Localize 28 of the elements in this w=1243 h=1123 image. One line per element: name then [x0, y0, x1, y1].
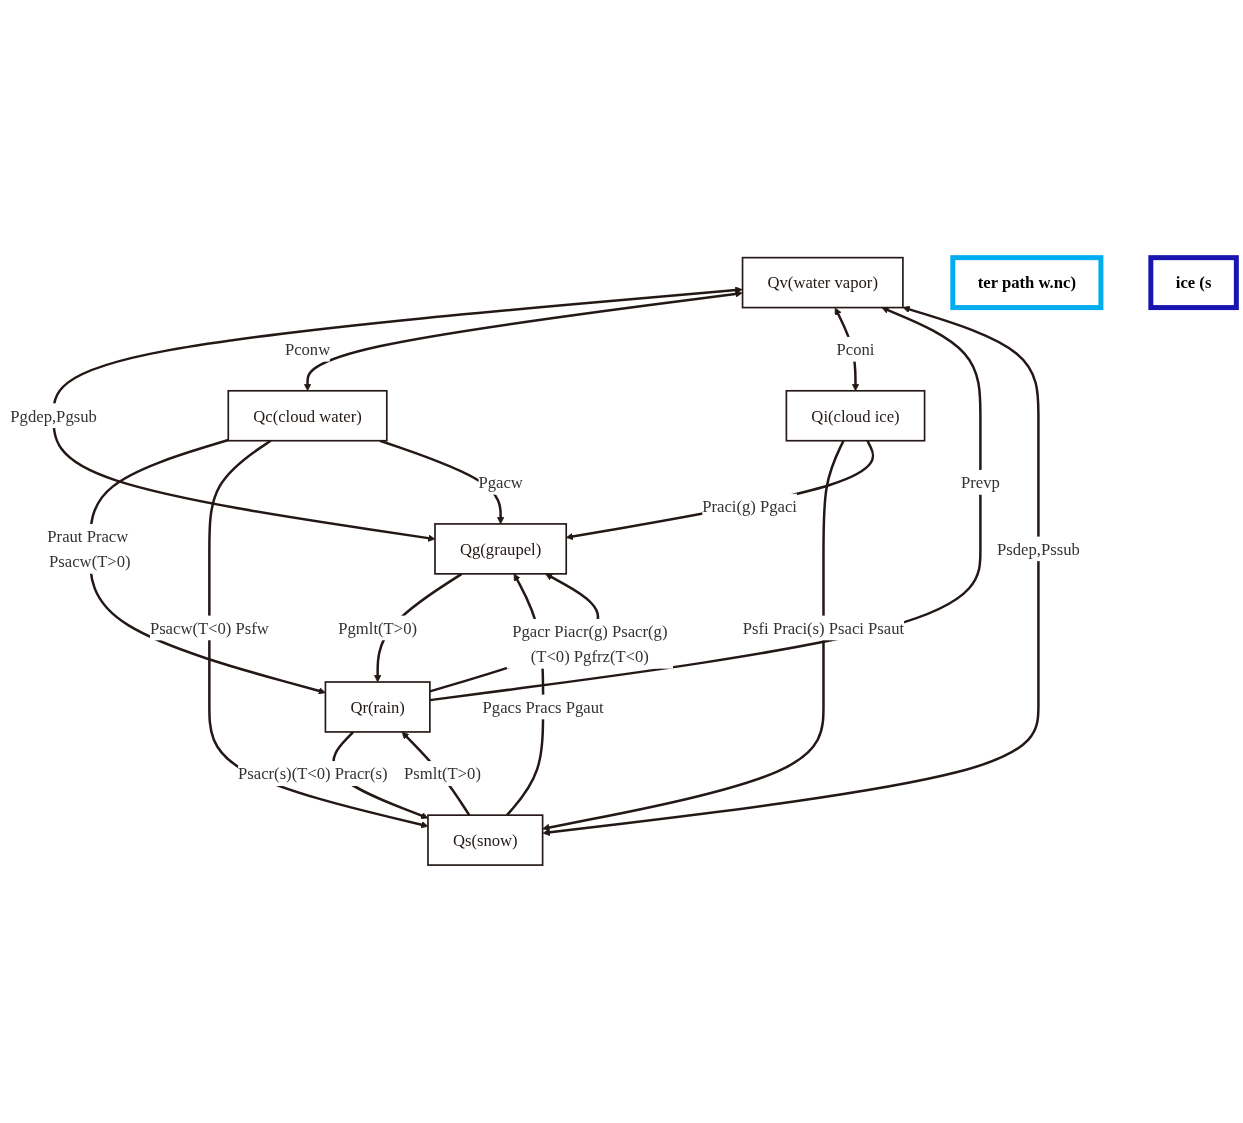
edge-label: Pconi	[836, 340, 875, 359]
edge-label: Pgmlt(T>0)	[338, 618, 418, 638]
edge-label: Praci(g) Pgaci	[702, 497, 797, 516]
edge-label: Pgacw	[478, 473, 523, 492]
edge-label: Praut Pracw Psacw(T>0)	[47, 527, 131, 571]
node-box: Qg(graupel)	[434, 523, 568, 575]
node-box: Qc(cloud water)	[227, 390, 388, 442]
arrow	[88, 438, 326, 695]
edge-label: Psdep,Pssub	[997, 539, 1080, 559]
edge-label: Pconw	[284, 340, 331, 359]
edge-label: Pgacs Pracs Pgaut	[482, 697, 604, 717]
arrow	[379, 439, 505, 525]
node-box: Qi(cloud ice)	[785, 390, 926, 442]
node-box: ter path w.nc)	[950, 255, 1104, 311]
edge-label: Psacw(T<0) Psfw	[149, 618, 269, 638]
edge-label: Pgdep,Pgsub	[10, 406, 97, 426]
edge-label: Pgacr Piacr(g) Psacr(g)(T<0) Pgfrz(T<0)	[512, 622, 668, 666]
edge-label: Psacr(s)(T<0) Pracr(s)	[238, 764, 388, 783]
arrow	[542, 440, 845, 832]
edge-label: Psmlt(T>0)	[404, 764, 481, 783]
node-box: Qr(rain)	[324, 681, 431, 733]
node-box: Qs(snow)	[427, 814, 544, 867]
arrow	[303, 290, 743, 392]
node-box: ice (s	[1148, 255, 1239, 311]
edge-label: Prevp	[960, 473, 1000, 492]
arrow	[52, 286, 743, 542]
edge-label: Psfi Praci(s) Psaci Psaut	[742, 618, 905, 638]
node-box: Qv(water vapor)	[741, 256, 904, 309]
